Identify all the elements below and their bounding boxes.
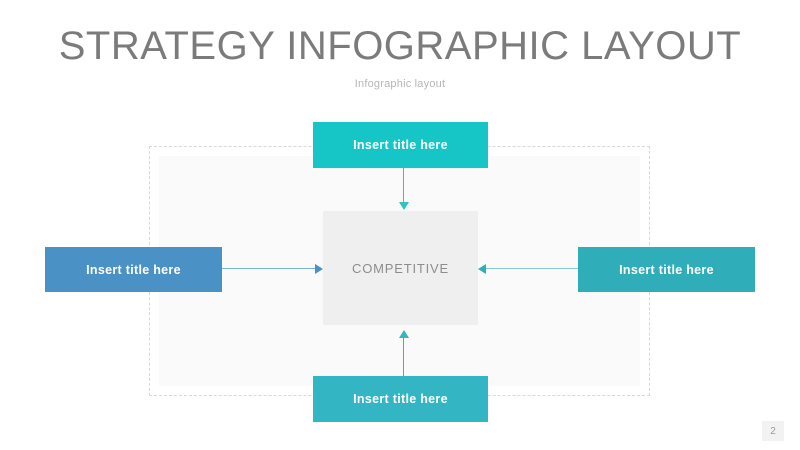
node-top-label: Insert title here [353, 138, 448, 152]
center-node-label: COMPETITIVE [352, 260, 449, 276]
node-left[interactable]: Insert title here [45, 247, 222, 292]
connector-line [222, 268, 316, 269]
arrow-right-icon [315, 264, 323, 274]
connector-top-to-center [399, 168, 409, 212]
connector-left-to-center [222, 264, 323, 274]
node-right[interactable]: Insert title here [578, 247, 755, 292]
arrow-up-icon [399, 330, 409, 338]
node-bottom-label: Insert title here [353, 392, 448, 406]
node-bottom[interactable]: Insert title here [313, 376, 488, 422]
center-node-competitive[interactable]: COMPETITIVE [323, 211, 478, 325]
connector-line [403, 168, 404, 206]
connector-right-to-center [478, 264, 578, 274]
node-right-label: Insert title here [619, 262, 714, 277]
node-left-label: Insert title here [86, 262, 181, 277]
connector-line [486, 268, 578, 269]
arrow-left-icon [478, 264, 486, 274]
connector-bottom-to-center [399, 330, 409, 376]
node-top[interactable]: Insert title here [313, 122, 488, 168]
page-subtitle: Infographic layout [354, 78, 446, 90]
connector-line [403, 338, 404, 376]
arrow-down-icon [399, 202, 409, 210]
page-title: STRATEGY INFOGRAPHIC LAYOUT [58, 24, 742, 68]
page-number-badge: 2 [762, 421, 784, 441]
